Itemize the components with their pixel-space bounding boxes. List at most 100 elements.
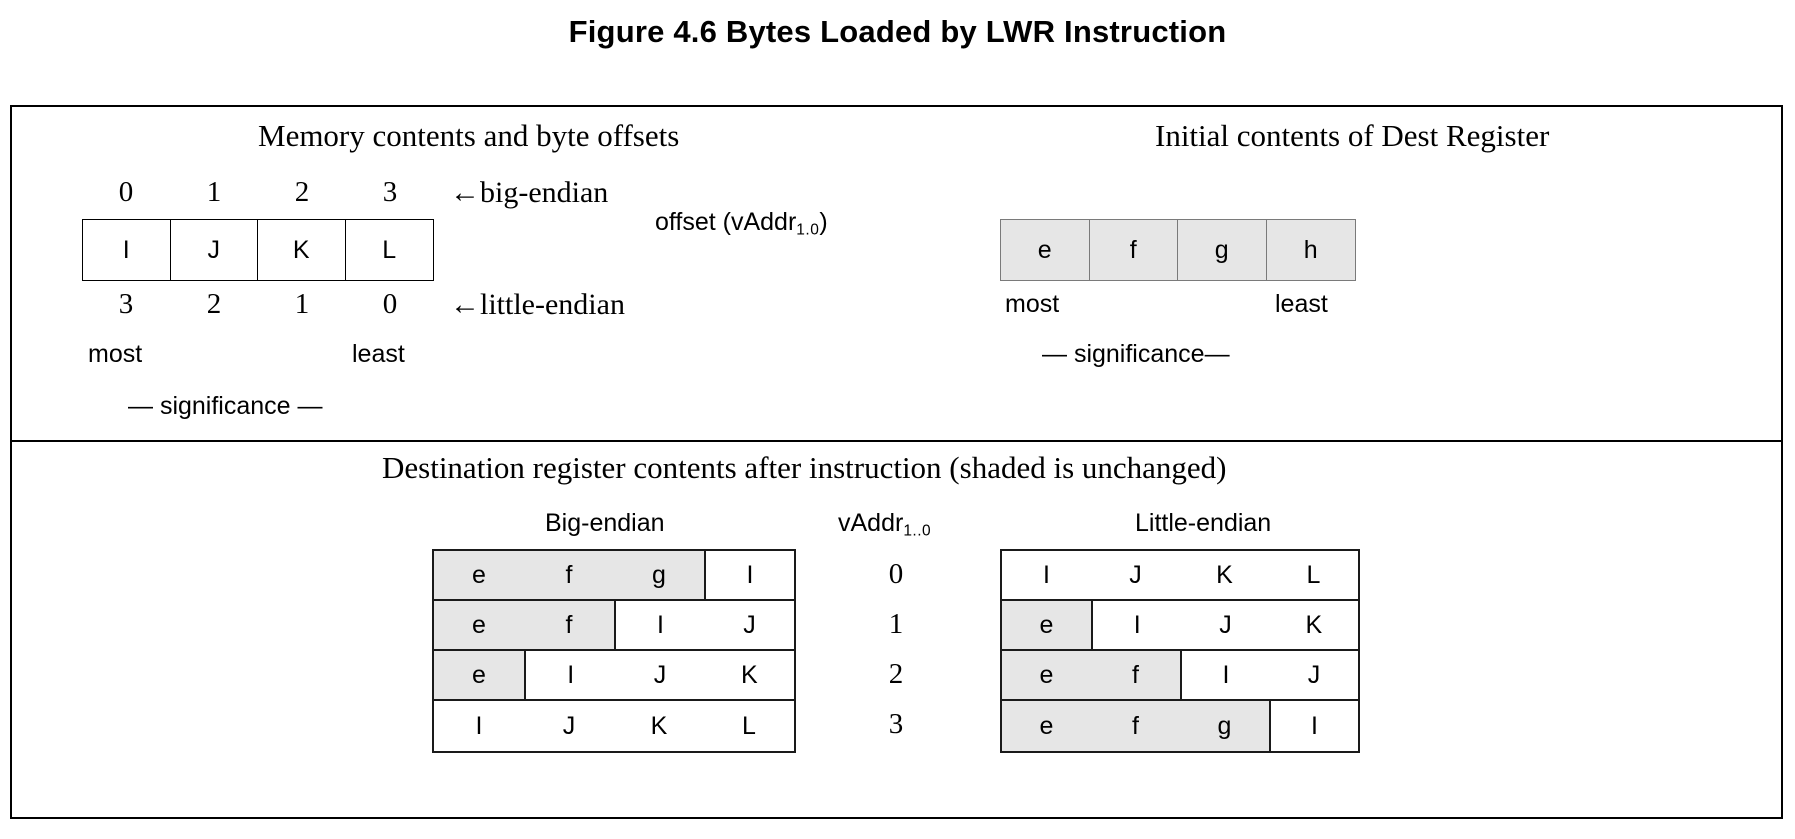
vaddr-value: 1 <box>888 607 904 640</box>
result-cell-unshaded-group: I <box>1269 701 1358 751</box>
memory-offset-bot-1: 2 <box>206 288 222 320</box>
memory-offset-bot-3: 0 <box>382 288 398 320</box>
offset-vaddr-note: offset (vAddr1.0) <box>655 208 828 239</box>
result-byte-cell: J <box>705 601 794 649</box>
dest-register-byte-row: e f g h <box>1000 219 1356 281</box>
result-byte-cell: K <box>614 701 704 751</box>
memory-section-heading: Memory contents and byte offsets <box>258 118 680 153</box>
offset-vaddr-text: offset (vAddr <box>655 208 797 236</box>
memory-least-label: least <box>352 340 405 368</box>
result-byte-cell: K <box>704 651 794 699</box>
result-byte-cell: f <box>524 601 614 649</box>
page-title: Figure 4.6 Bytes Loaded by LWR Instructi… <box>568 14 1227 49</box>
result-byte-cell: I <box>434 701 524 751</box>
dest-register-section-heading: Initial contents of Dest Register <box>1155 118 1550 153</box>
offset-vaddr-subscript: 1.0 <box>796 221 820 239</box>
memory-offset-top-1: 1 <box>206 176 222 208</box>
result-cell-shaded-group: e <box>1002 601 1091 649</box>
result-byte-cell: I <box>1002 551 1091 599</box>
memory-byte-row: I J K L <box>82 219 434 281</box>
vaddr-value-column: 0 1 2 3 <box>866 549 926 749</box>
result-byte-cell: I <box>616 601 705 649</box>
memory-offset-bot-0: 3 <box>118 288 134 320</box>
dest-register-byte-cell: h <box>1303 235 1318 264</box>
result-cell-unshaded-group: I <box>704 551 794 599</box>
memory-offset-top-3: 3 <box>382 176 398 208</box>
memory-offset-top-2: 2 <box>294 176 310 208</box>
vaddr-value: 2 <box>888 657 904 690</box>
result-byte-cell: J <box>1181 601 1270 649</box>
offset-vaddr-close: ) <box>819 208 828 236</box>
result-byte-cell: e <box>434 651 524 699</box>
result-byte-cell: f <box>524 551 614 599</box>
memory-byte-cell: K <box>258 220 346 280</box>
result-byte-cell: I <box>1182 651 1270 699</box>
vaddr-value: 3 <box>888 707 904 740</box>
dest-register-byte-cell: f <box>1090 220 1178 280</box>
result-cell-shaded-group: e <box>434 651 524 699</box>
result-byte-cell: f <box>1091 651 1180 699</box>
memory-most-label: most <box>88 340 143 368</box>
result-byte-cell: L <box>1269 551 1358 599</box>
result-byte-cell: J <box>1091 551 1180 599</box>
vaddr-label-subscript: 1..0 <box>903 522 932 540</box>
result-byte-cell: J <box>615 651 705 699</box>
memory-significance-label: — significance — <box>128 392 323 420</box>
vaddr-value: 0 <box>888 557 904 590</box>
memory-offset-top-0: 0 <box>118 176 134 208</box>
result-byte-cell: e <box>434 551 524 599</box>
vaddr-column-label: vAddr1..0 <box>838 509 931 540</box>
memory-byte-cell: J <box>171 220 258 280</box>
result-byte-cell: J <box>524 701 614 751</box>
dest-register-most-label: most <box>1005 290 1060 318</box>
result-byte-cell: f <box>1091 701 1180 751</box>
memory-byte-cell: I <box>83 220 171 280</box>
result-byte-cell: g <box>1180 701 1269 751</box>
dest-register-byte-cell: e <box>1001 220 1090 280</box>
dest-register-significance-label: — significance— <box>1042 340 1230 368</box>
memory-byte-cell: L <box>382 235 397 264</box>
result-byte-cell: e <box>1002 601 1091 649</box>
vaddr-label-text: vAddr <box>838 509 904 537</box>
result-byte-cell: K <box>1269 601 1358 649</box>
result-byte-cell: e <box>1002 701 1091 751</box>
big-endian-arrow-label: ←big-endian <box>450 176 609 209</box>
result-byte-cell: I <box>706 551 794 599</box>
figure-frame <box>10 105 1783 819</box>
result-byte-cell: I <box>526 651 616 699</box>
result-byte-cell: J <box>1270 651 1358 699</box>
result-byte-cell: I <box>1271 701 1358 751</box>
dest-register-byte-cell: g <box>1178 220 1267 280</box>
panel-divider <box>10 440 1783 442</box>
dest-register-least-label: least <box>1275 290 1328 318</box>
memory-little-endian-offsets: 3 2 1 0 <box>82 288 434 321</box>
little-endian-arrow-label: ←little-endian <box>450 288 625 321</box>
result-byte-cell: e <box>1002 651 1091 699</box>
result-byte-cell: g <box>614 551 704 599</box>
memory-offset-bot-2: 1 <box>294 288 310 320</box>
result-byte-cell: e <box>434 601 524 649</box>
result-section-heading: Destination register contents after inst… <box>382 450 1227 485</box>
result-byte-cell: L <box>704 701 794 751</box>
big-endian-column-label: Big-endian <box>545 509 665 537</box>
